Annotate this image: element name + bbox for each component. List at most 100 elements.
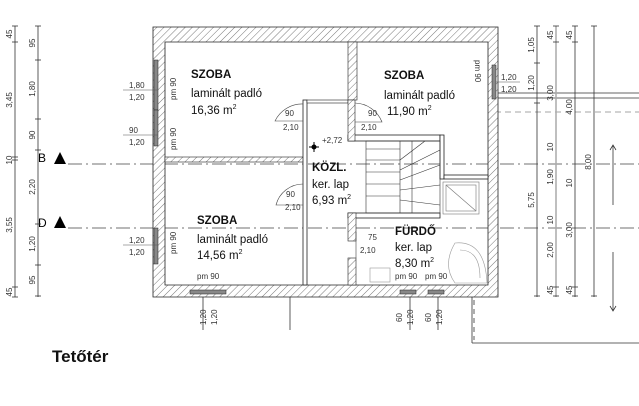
- svg-text:45: 45: [565, 30, 574, 39]
- section-arrow-icon: [54, 216, 66, 228]
- svg-text:3,00: 3,00: [546, 85, 555, 101]
- dims-left-outer: 45 3,45 10 3,55 45: [5, 29, 14, 296]
- floor-title: Tetőtér: [52, 347, 109, 366]
- door-labels: 90 2,10 90 2,10 90 2,10 75 2,10: [283, 109, 377, 255]
- svg-text:FÜRDŐ: FÜRDŐ: [395, 225, 436, 238]
- svg-text:1,20: 1,20: [28, 236, 37, 252]
- section-lines: [68, 163, 639, 229]
- window-height: 1,20: [129, 138, 145, 147]
- dims-right-b: 45 3,00 10 1,90 10 2,00 45: [546, 30, 555, 294]
- dims-right-d: 8,00: [584, 154, 593, 170]
- svg-text:1,80: 1,80: [28, 81, 37, 97]
- section-marker-b: B: [38, 151, 66, 165]
- svg-text:45: 45: [546, 30, 555, 39]
- dims-left-inner: 95 1,80 90 2,20 1,20 95: [28, 38, 37, 284]
- svg-text:2,10: 2,10: [360, 246, 376, 255]
- washbasin: [369, 267, 391, 283]
- svg-text:SZOBA: SZOBA: [384, 70, 424, 82]
- shower-tray: [442, 181, 480, 215]
- svg-text:1,20: 1,20: [199, 309, 208, 325]
- svg-text:pm 90: pm 90: [473, 60, 482, 83]
- svg-text:10: 10: [546, 215, 555, 224]
- svg-text:45: 45: [565, 285, 574, 294]
- svg-text:2,20: 2,20: [28, 179, 37, 195]
- staircase: [365, 140, 441, 214]
- svg-text:10: 10: [546, 142, 555, 151]
- svg-text:90: 90: [285, 109, 294, 118]
- svg-text:3,45: 3,45: [5, 92, 14, 108]
- room-bedroom-2: SZOBA laminált padló 11,90 m2: [384, 70, 455, 118]
- svg-text:16,36 m2: 16,36 m2: [191, 104, 237, 117]
- svg-text:75: 75: [368, 233, 377, 242]
- window-height: 1,20: [129, 93, 145, 102]
- svg-text:1,20: 1,20: [527, 75, 536, 91]
- svg-text:ker. lap: ker. lap: [312, 179, 349, 191]
- svg-text:90: 90: [28, 130, 37, 139]
- windows: [153, 59, 497, 295]
- svg-text:45: 45: [546, 285, 555, 294]
- section-marker-d: D: [38, 216, 66, 230]
- svg-text:8,00: 8,00: [584, 154, 593, 170]
- svg-text:5,75: 5,75: [527, 192, 536, 208]
- svg-text:pm 90: pm 90: [169, 77, 178, 100]
- svg-text:pm 90: pm 90: [425, 272, 448, 281]
- svg-text:laminált padló: laminált padló: [191, 88, 262, 100]
- svg-text:1,20: 1,20: [435, 309, 444, 325]
- svg-text:pm 90: pm 90: [197, 272, 220, 281]
- svg-text:90: 90: [368, 109, 377, 118]
- dimension-lines: [12, 25, 597, 330]
- svg-text:SZOBA: SZOBA: [191, 69, 231, 81]
- svg-text:8,30 m2: 8,30 m2: [395, 257, 434, 270]
- svg-text:pm 90: pm 90: [169, 231, 178, 254]
- svg-text:SZOBA: SZOBA: [197, 215, 237, 227]
- svg-text:4,00: 4,00: [565, 99, 574, 115]
- svg-text:B: B: [38, 151, 46, 165]
- svg-text:1,90: 1,90: [546, 169, 555, 185]
- svg-text:95: 95: [28, 38, 37, 47]
- window-height: 1,20: [129, 248, 145, 257]
- dims-bottom: 1,20 1,20 60 1,20 60 1,20: [199, 309, 444, 325]
- svg-text:3,00: 3,00: [565, 222, 574, 238]
- window-height: 1,20: [501, 85, 517, 94]
- room-hallway: KÖZL. ker. lap 6,93 m2: [312, 161, 351, 207]
- walls: [152, 26, 499, 298]
- room-bedroom-3: SZOBA laminált padló 14,56 m2: [197, 215, 268, 262]
- level-mark: +2,72: [322, 136, 343, 145]
- svg-text:ker. lap: ker. lap: [395, 242, 432, 254]
- window-width: 1,20: [501, 73, 517, 82]
- svg-text:laminált padló: laminált padló: [384, 90, 455, 102]
- sill-labels: pm 90 pm 90 pm 90 pm 90 pm 90 pm 90 pm 9…: [169, 60, 482, 281]
- svg-text:laminált padló: laminált padló: [197, 234, 268, 246]
- bathtub-corner: [448, 242, 488, 284]
- level-marker-icon: [309, 142, 319, 152]
- window-labels: [123, 81, 520, 246]
- svg-text:1,05: 1,05: [527, 37, 536, 53]
- svg-text:3,55: 3,55: [5, 217, 14, 233]
- svg-text:90: 90: [286, 190, 295, 199]
- svg-text:pm 90: pm 90: [169, 127, 178, 150]
- door-swings: [274, 102, 383, 258]
- svg-text:2,10: 2,10: [285, 203, 301, 212]
- svg-text:1,20: 1,20: [210, 309, 219, 325]
- svg-text:D: D: [38, 216, 47, 230]
- svg-text:2,10: 2,10: [283, 123, 299, 132]
- reference-lines: [471, 92, 639, 344]
- svg-text:1,20: 1,20: [406, 309, 415, 325]
- svg-text:10: 10: [565, 178, 574, 187]
- dims-right-c: 45 4,00 10 3,00 45: [565, 30, 574, 294]
- window-width: 1,20: [129, 236, 145, 245]
- svg-text:10: 10: [5, 155, 14, 164]
- svg-text:2,00: 2,00: [546, 242, 555, 258]
- svg-text:95: 95: [28, 275, 37, 284]
- section-arrow-icon: [54, 152, 66, 164]
- dims-right-a: 1,05 1,20 5,75: [527, 37, 536, 208]
- svg-text:11,90 m2: 11,90 m2: [387, 105, 432, 118]
- svg-text:45: 45: [5, 287, 14, 296]
- slope-arrows: [609, 144, 617, 312]
- svg-text:KÖZL.: KÖZL.: [312, 161, 347, 174]
- window-width: 90: [129, 126, 138, 135]
- svg-text:45: 45: [5, 29, 14, 38]
- svg-text:pm 90: pm 90: [395, 272, 418, 281]
- svg-text:2,10: 2,10: [361, 123, 377, 132]
